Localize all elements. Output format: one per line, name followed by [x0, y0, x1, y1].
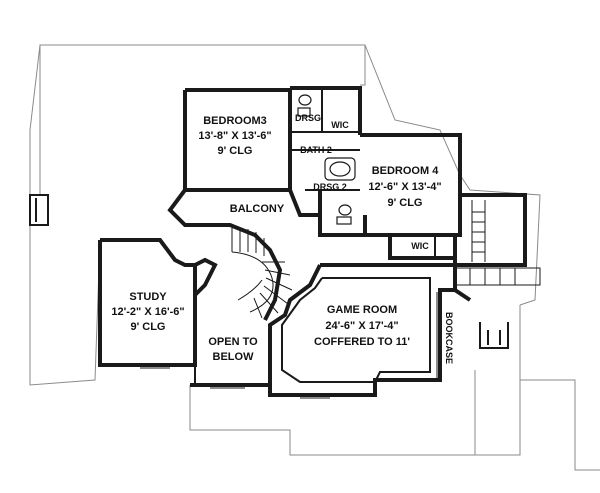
wic-bottom-label: WIC [411, 241, 429, 251]
toilet-bottom [338, 204, 352, 216]
bedroom4-name: BEDROOM 4 [372, 165, 440, 177]
bath2-label: BATH 2 [300, 145, 332, 155]
central-stair [231, 228, 293, 319]
bath-fixtures [297, 94, 356, 225]
roof-outline [29, 44, 600, 471]
door-openings [140, 367, 330, 399]
walls [98, 86, 527, 397]
right-stair [455, 200, 541, 286]
right-bay [479, 322, 509, 349]
game-room-clg: COFFERED TO 11' [314, 336, 410, 348]
toilet-top [298, 94, 312, 106]
bedroom4-clg: 9' CLG [387, 197, 422, 209]
sink-top [297, 107, 311, 117]
drsg-top-label: DRSG [295, 113, 321, 123]
tub-basin [329, 161, 351, 177]
sink-bottom [336, 216, 352, 225]
balcony-label: BALCONY [230, 203, 285, 215]
open-to-below-line2: BELOW [213, 351, 255, 363]
bookcase-label: BOOKCASE [444, 312, 454, 364]
study-name: STUDY [129, 291, 167, 303]
study-clg: 9' CLG [130, 321, 165, 333]
study-size: 12'-2" X 16'-6" [111, 306, 184, 318]
open-to-below-line1: OPEN TO [208, 336, 258, 348]
left-bay [29, 194, 49, 226]
game-room-name: GAME ROOM [327, 304, 397, 316]
drsg2-label: DRSG 2 [313, 182, 347, 192]
wic-top-label: WIC [331, 120, 349, 130]
game-room-size: 24'-6" X 17'-4" [325, 320, 398, 332]
bedroom4-size: 12'-6" X 13'-4" [368, 181, 441, 193]
bedroom3-name: BEDROOM3 [203, 115, 267, 127]
bedroom3-size: 13'-8" X 13'-6" [198, 130, 271, 142]
coffered-ceiling [281, 277, 438, 383]
bedroom3-clg: 9' CLG [217, 145, 252, 157]
